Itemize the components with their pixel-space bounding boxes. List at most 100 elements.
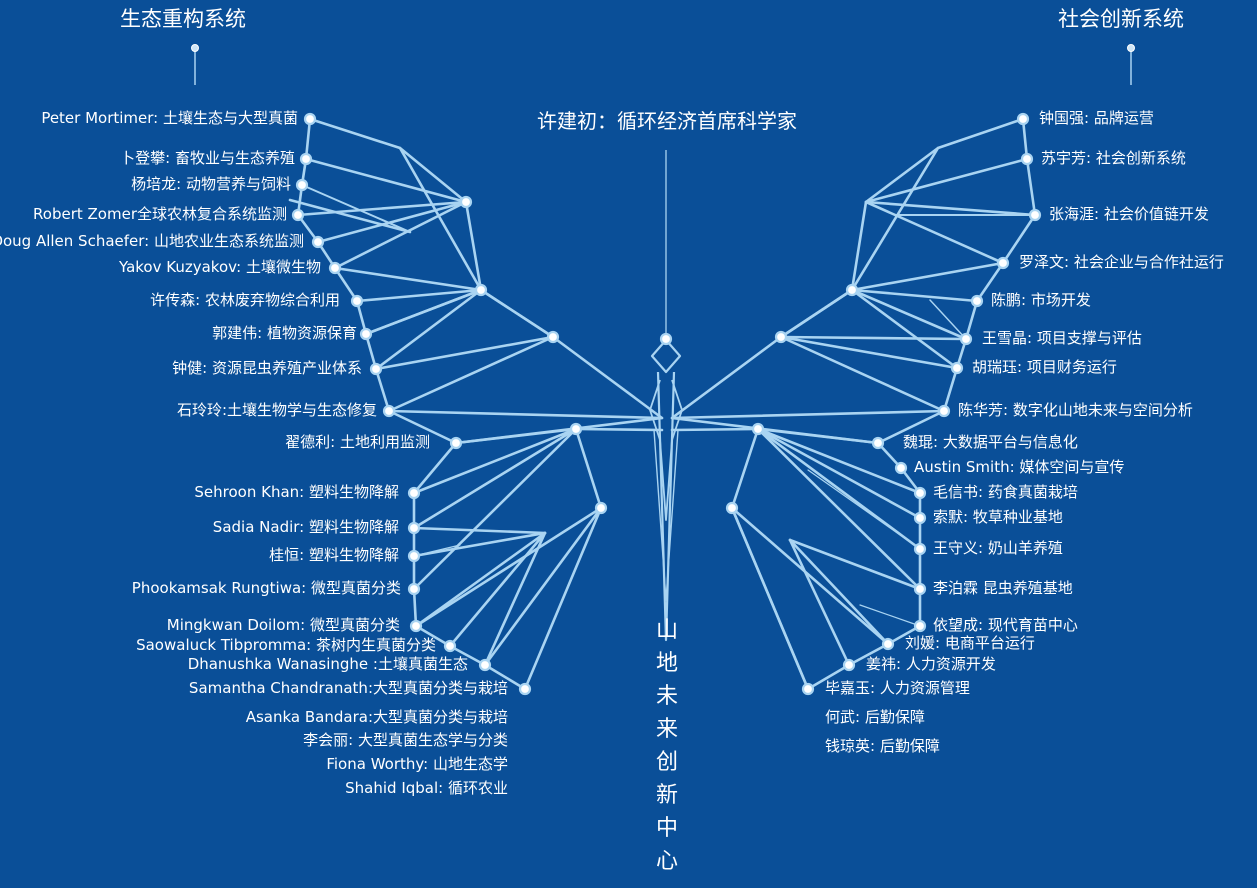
- right-member-label: 毛信书: 药食真菌栽培: [933, 483, 1078, 501]
- connector-line: [412, 427, 578, 591]
- left-node-dot: [407, 549, 421, 563]
- vertical-char: 来: [655, 717, 678, 742]
- left-member-label: 翟德利: 土地利用监测: [285, 433, 430, 451]
- right-hub-dot: [725, 501, 739, 515]
- right-member-label: 陈鹏: 市场开发: [991, 291, 1091, 309]
- center-node-dot: [659, 332, 673, 346]
- right-node-dot: [970, 294, 984, 308]
- left-member-label: Yakov Kuzyakov: 土壤微生物: [118, 258, 321, 276]
- right-member-label: 胡瑞珏: 项目财务运行: [972, 358, 1117, 376]
- connector-line: [304, 157, 468, 204]
- left-hub-dot: [569, 422, 583, 436]
- connector-line: [756, 427, 922, 591]
- connector-line: [730, 506, 810, 691]
- left-node-dot: [409, 619, 423, 633]
- right-node-dot: [913, 582, 927, 596]
- left-node-dot: [359, 327, 373, 341]
- left-node-dot: [478, 658, 492, 672]
- left-member-label: 卜登攀: 畜牧业与生态养殖: [120, 149, 295, 167]
- vertical-char: 未: [655, 684, 678, 709]
- left-hub-dot: [459, 195, 473, 209]
- right-node-dot: [894, 461, 908, 475]
- right-node-dot: [996, 256, 1010, 270]
- left-member-label: Dhanushka Wanasinghe :土壤真菌生态: [187, 655, 468, 673]
- connector-line: [864, 200, 1037, 217]
- left-node-dot: [407, 582, 421, 596]
- left-member-label: Samantha Chandranath:大型真菌分类与栽培: [188, 679, 508, 697]
- vertical-char: 山: [655, 618, 678, 643]
- connector-line: [653, 429, 667, 601]
- left-member-label: Saowaluck Tibpromma: 茶树内生真菌分类: [136, 636, 436, 654]
- connector-line: [670, 427, 760, 432]
- left-member-label: 杨培龙: 动物营养与饲料: [131, 175, 291, 193]
- connector-line: [355, 288, 483, 303]
- left-node-dot: [303, 112, 317, 126]
- connector-line: [464, 200, 483, 292]
- right-node-dot: [1028, 208, 1042, 222]
- right-node-dot: [1016, 112, 1030, 126]
- vertical-char: 中: [655, 816, 678, 841]
- connector-line: [850, 288, 959, 370]
- right-node-dot: [1020, 152, 1034, 166]
- connector-line: [412, 526, 547, 535]
- left-member-label: Doug Allen Schaefer: 山地农业生态系统监测: [0, 232, 304, 250]
- wing-outline: [656, 371, 676, 642]
- connector-line: [316, 200, 468, 244]
- connector-line: [670, 409, 946, 420]
- connector-line: [333, 266, 483, 292]
- right-node-dot: [913, 619, 927, 633]
- connector-line: [730, 506, 890, 646]
- left-member-label: Robert Zomer全球农林复合系统监测: [33, 205, 287, 223]
- right-node-dot: [871, 436, 885, 450]
- left-extra-member-label: 李会丽: 大型真菌生态学与分类: [303, 731, 508, 749]
- connector-line: [412, 427, 578, 495]
- right-node-dot: [881, 637, 895, 651]
- connector-line: [779, 335, 959, 370]
- vertical-char: 地: [655, 651, 678, 676]
- left-member-label: Sehroon Khan: 塑料生物降解: [194, 483, 399, 501]
- left-member-label: Phookamsak Rungtiwa: 微型真菌分类: [131, 579, 401, 597]
- connector-line: [483, 531, 547, 667]
- connector-line: [850, 288, 979, 303]
- right-node-dot: [913, 511, 927, 525]
- connector-line: [414, 506, 603, 628]
- connector-line: [665, 429, 679, 601]
- connector-line: [364, 288, 483, 336]
- vertical-char: 心: [655, 849, 678, 874]
- connector-line: [413, 544, 461, 557]
- right-member-label: 毕嘉玉: 人力资源管理: [825, 679, 970, 697]
- left-node-dot: [382, 404, 396, 418]
- left-hub-dot: [474, 283, 488, 297]
- right-extra-member-label: 何武: 后勤保障: [825, 708, 925, 726]
- connector-line: [864, 200, 1005, 265]
- right-node-dot: [937, 404, 951, 418]
- connector-line: [387, 409, 664, 420]
- connector-line: [574, 427, 664, 432]
- connector-line: [374, 335, 555, 371]
- connector-line: [850, 200, 868, 292]
- right-node-dot: [950, 361, 964, 375]
- center-name-vertical: 山地未来创新中心: [652, 614, 682, 878]
- left-extra-member-label: Shahid Iqbal: 循环农业: [345, 779, 508, 797]
- wing-outline: [649, 379, 683, 521]
- left-node-dot: [407, 486, 421, 500]
- left-node-dot: [407, 521, 421, 535]
- left-member-label: 许传森: 农林废弃物综合利用: [150, 291, 340, 309]
- connector-line: [788, 538, 922, 591]
- left-member-label: 石玲玲:土壤生物学与生态修复: [176, 401, 377, 419]
- right-node-dot: [959, 332, 973, 346]
- vertical-char: 新: [655, 783, 678, 808]
- right-extra-member-label: 钱琼英: 后勤保障: [825, 737, 940, 755]
- connector-line: [807, 469, 921, 550]
- connector-line: [412, 427, 578, 530]
- wing-outline: [650, 339, 682, 374]
- left-node-dot: [518, 682, 532, 696]
- wing-outline: [309, 117, 663, 420]
- right-member-label: 索默: 牧草种业基地: [933, 508, 1063, 526]
- right-member-label: 李泊霖 昆虫养殖基地: [933, 579, 1073, 597]
- connector-line: [756, 427, 922, 495]
- connector-line: [864, 157, 1029, 204]
- connector-line: [288, 198, 412, 234]
- connector-line: [788, 538, 890, 646]
- connector-line: [859, 604, 921, 627]
